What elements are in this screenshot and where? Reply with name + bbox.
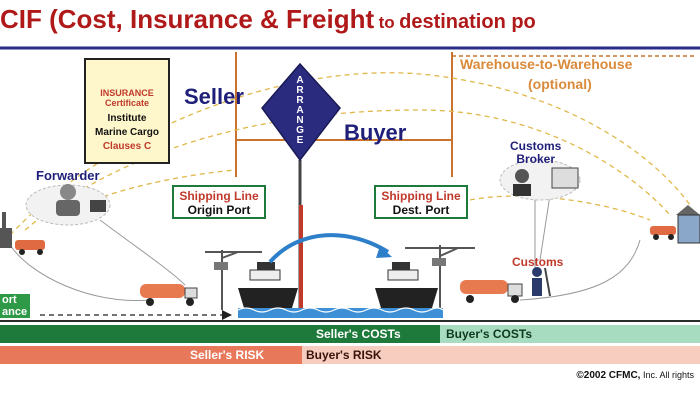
cert-line-insurance: INSURANCE — [100, 88, 154, 98]
origin-shipping-line: Shipping Line — [179, 189, 259, 203]
seller-costs-label: Seller's COSTs — [316, 327, 401, 341]
cert-line-marine: Marine Cargo — [95, 127, 159, 138]
copyright-suffix: Inc. All rights — [642, 370, 694, 380]
optional-label: (optional) — [528, 76, 592, 92]
truck-left-small — [15, 240, 45, 255]
shipping-arrow — [268, 233, 390, 264]
copyright-prefix: ©2002 CFMC, — [576, 370, 641, 381]
dest-port: Dest. Port — [392, 203, 450, 217]
origin-ship — [238, 262, 298, 308]
buyer-bracket — [305, 52, 453, 177]
buyer-risk-label: Buyer's RISK — [306, 348, 382, 362]
dest-warehouse — [676, 205, 700, 244]
origin-factory — [0, 212, 12, 248]
water — [237, 307, 444, 318]
origin-port: Origin Port — [187, 203, 251, 217]
seller-risk-label: Seller's RISK — [190, 348, 265, 362]
seller-label: Seller — [184, 84, 244, 109]
title-destination: destination po — [399, 11, 536, 33]
cert-line-institute: Institute — [107, 113, 147, 124]
origin-crane — [205, 250, 262, 310]
truck-origin — [140, 284, 198, 306]
arrange-label: ARRANGE — [296, 75, 304, 146]
dest-crane — [405, 245, 475, 310]
forwarder-label: Forwarder — [36, 168, 100, 183]
export-tag-line2: ance — [2, 306, 28, 318]
truck-dest — [460, 280, 523, 303]
cert-line-clauses: Clauses C — [102, 141, 152, 152]
dest-shipping-line: Shipping Line — [381, 189, 461, 203]
seller-cost-bar — [0, 325, 440, 343]
dest-ship — [375, 262, 438, 308]
forwarder-figure — [25, 184, 111, 226]
export-tag-line1: ort — [2, 294, 17, 306]
customs-label: Customs — [512, 255, 564, 269]
cert-line-certificate: Certificate — [104, 98, 149, 108]
copyright: ©2002 CFMC, Inc. All rights — [576, 370, 694, 381]
export-clearance-tag: ort ance — [0, 294, 30, 318]
customs-broker-line2: Broker — [516, 152, 556, 166]
buyer-costs-label: Buyer's COSTs — [446, 327, 532, 341]
origin-shipping-box: Shipping Line Origin Port — [172, 185, 266, 219]
title-main: CIF (Cost, Insurance & Freight — [0, 4, 375, 34]
dest-shipping-box: Shipping Line Dest. Port — [374, 185, 468, 219]
customs-broker-figure — [499, 159, 581, 201]
warehouse-label: Warehouse-to-Warehouse — [460, 56, 633, 72]
insurance-certificate: INSURANCE Certificate Institute Marine C… — [84, 58, 170, 164]
risk-pole — [299, 205, 303, 315]
customs-broker-line1: Customs — [510, 139, 562, 153]
customs-broker-label: Customs Broker — [510, 140, 561, 166]
flow-lines — [9, 194, 641, 302]
buyer-label: Buyer — [344, 120, 407, 145]
page-title: CIF (Cost, Insurance & Freight to destin… — [0, 4, 536, 40]
truck-right-small — [650, 226, 676, 240]
title-connector: to — [378, 13, 395, 32]
customs-officer — [532, 267, 551, 297]
seller-risk-bar — [0, 346, 302, 364]
